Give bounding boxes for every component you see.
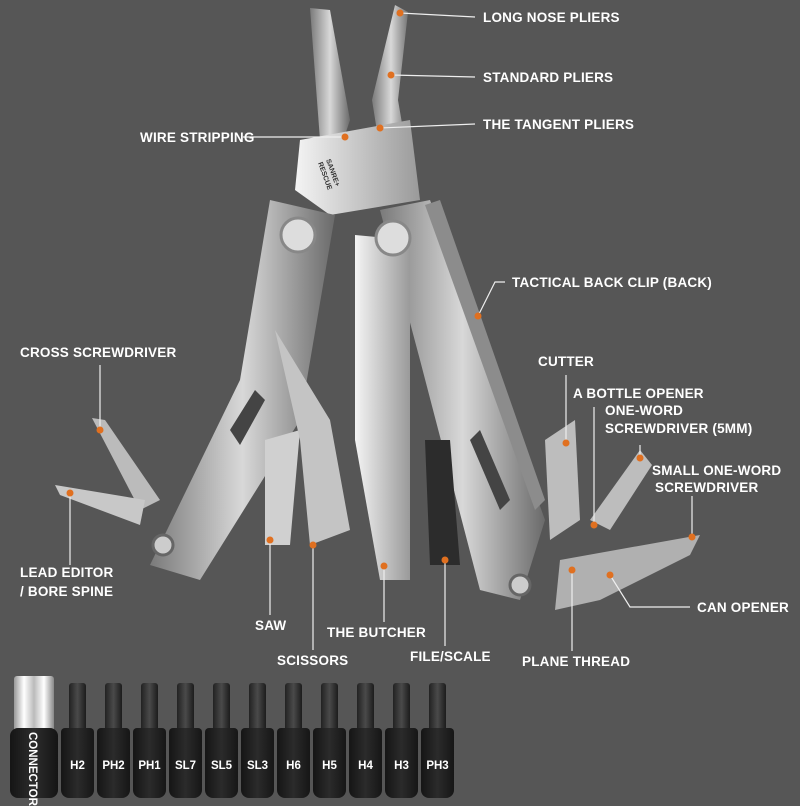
- bit-label: H6: [286, 760, 301, 772]
- label-tactical-back-clip: TACTICAL BACK CLIP (BACK): [512, 275, 712, 290]
- label-one-word-screwdriver-line1: ONE-WORD: [605, 403, 684, 418]
- bit-label: PH2: [102, 760, 125, 772]
- bit-label: SL7: [174, 760, 197, 772]
- bit-label: H3: [394, 760, 409, 772]
- bit-sl3: SL3: [241, 683, 274, 798]
- can-opener-tool: [555, 535, 700, 610]
- pliers-head: [295, 120, 420, 215]
- bit-h2: H2: [61, 683, 94, 798]
- bit-sl7: SL7: [169, 683, 202, 798]
- label-scissors: SCISSORS: [277, 653, 349, 668]
- file-blade: [425, 440, 460, 565]
- bit-ph2: PH2: [97, 683, 130, 798]
- label-standard-pliers: STANDARD PLIERS: [483, 70, 614, 85]
- bit-h3: H3: [385, 683, 418, 798]
- pivot-bottom-left: [151, 533, 175, 557]
- label-lead-editor-line2: / BORE SPINE: [20, 584, 114, 599]
- bit-sl5: SL5: [205, 683, 238, 798]
- pivot-bottom-right: [508, 573, 532, 597]
- label-long-nose-pliers: LONG NOSE PLIERS: [483, 10, 620, 25]
- label-saw: SAW: [255, 618, 287, 633]
- bit-label: H4: [358, 760, 373, 772]
- pivot-right: [374, 219, 412, 257]
- back-clip: [425, 200, 545, 510]
- label-bottle-opener: A BOTTLE OPENER: [573, 386, 704, 401]
- label-wire-stripping: WIRE STRIPPING: [140, 130, 255, 145]
- pivot-left: [279, 216, 317, 254]
- label-small-one-word-line2: SCREWDRIVER: [655, 480, 759, 495]
- lead-editor: [55, 485, 145, 525]
- marker-dots: [66, 9, 696, 579]
- cutter-tool: [545, 420, 580, 540]
- label-one-word-screwdriver-line2: SCREWDRIVER (5MM): [605, 421, 753, 436]
- label-small-one-word-line1: SMALL ONE-WORD: [652, 463, 782, 478]
- bit-label: PH3: [426, 760, 449, 772]
- label-file-scale: FILE/SCALE: [410, 649, 491, 664]
- bit-h6: H6: [277, 683, 310, 798]
- bit-connector: CONNECTOR: [10, 676, 58, 806]
- screwdriver-5mm: [590, 450, 652, 530]
- bit-label: PH1: [138, 760, 161, 772]
- scissors: [275, 330, 350, 545]
- bit-label: SL5: [210, 760, 233, 772]
- bit-ph3: PH3: [421, 683, 454, 798]
- label-tangent-pliers: THE TANGENT PLIERS: [483, 117, 635, 132]
- bit-h5: H5: [313, 683, 346, 798]
- bit-label: H2: [70, 760, 85, 772]
- label-cross-screwdriver: CROSS SCREWDRIVER: [20, 345, 177, 360]
- bit-ph1: PH1: [133, 683, 166, 798]
- saw-blade: [265, 430, 300, 545]
- bit-label: H5: [322, 760, 337, 772]
- cross-screwdriver: [92, 418, 160, 510]
- label-plane-thread: PLANE THREAD: [522, 654, 631, 669]
- butcher-blade: [355, 235, 410, 580]
- bit-h4: H4: [349, 683, 382, 798]
- label-can-opener: CAN OPENER: [697, 600, 790, 615]
- bit-set: CONNECTOR H2 PH2 PH1 SL7 SL5 SL3 H6 H5 H…: [10, 676, 454, 806]
- label-butcher: THE BUTCHER: [327, 625, 426, 640]
- bit-connector-label: CONNECTOR: [26, 732, 38, 806]
- bit-label: SL3: [246, 760, 269, 772]
- leader-lines: [69, 12, 693, 651]
- label-lead-editor-line1: LEAD EDITOR: [20, 565, 114, 580]
- pliers-jaw-left: [310, 8, 350, 150]
- handle-left: [150, 200, 335, 580]
- label-cutter: CUTTER: [538, 354, 594, 369]
